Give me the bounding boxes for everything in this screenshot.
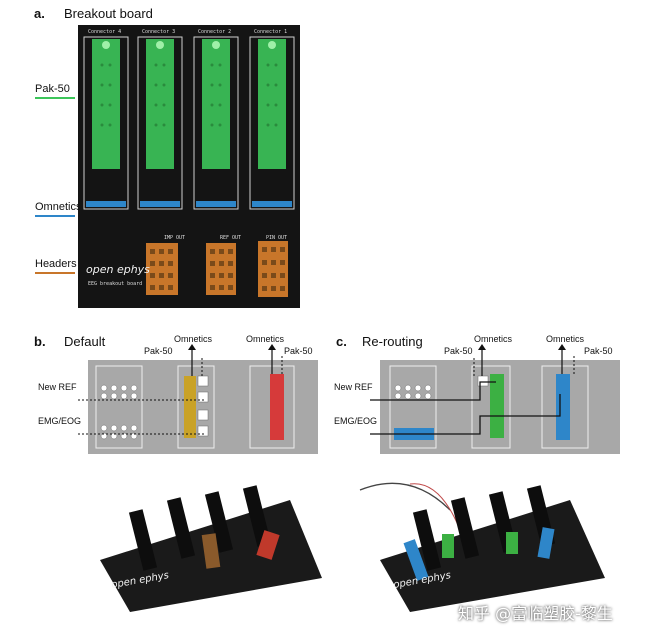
omnetics-connector-2 [196,201,236,207]
breakout-board-diagram: Connector 4 Connector 3 Connector 2 Conn… [78,25,300,308]
pak50-connector-2 [202,39,230,169]
legend-headers-label: Headers [35,258,77,270]
pak50-hole-pattern [100,63,278,127]
connector-3-label: Connector 3 [142,29,175,35]
photo-c-blue-jumper-right [537,527,555,559]
connector-3: Connector 3 [137,29,183,210]
panel-c-title: Re-routing [362,334,423,349]
legend-pak50-label: Pak-50 [35,83,70,95]
legend-pak50-underline [35,97,75,99]
b-new-ref-label: New REF [38,382,77,392]
re-routing-diagram: Omnetics Omnetics Pak-50 Pak-50 New REF … [334,334,620,454]
board-pin-out-label: PIN OUT [266,235,287,241]
connector-2: Connector 2 [193,29,239,210]
b-emg-eog-label: EMG/EOG [38,416,81,426]
omnetics-connector-4 [86,201,126,207]
c-emg-eog-label: EMG/EOG [334,416,377,426]
photo-c-blue-jumper-left [403,539,429,581]
b-pin-highlight [270,374,284,440]
c-ref-highlight [490,374,504,438]
board-subtitle: EEG breakout board [88,281,142,287]
photo-c-green-jumper-2 [506,532,518,554]
pak50-connector-3 [146,39,174,169]
board-ref-out-label: REF OUT [220,235,241,241]
default-board-photo: open ephys [100,485,322,612]
photo-b-red-jumper [256,530,280,560]
connector-1: Connector 1 [249,29,295,210]
panel-c-letter: c. [336,334,347,349]
legend-omnetics-underline [35,215,75,217]
board-imp-out-label: IMP OUT [164,235,185,241]
panel-a-title: Breakout board [64,6,153,21]
photo-c-green-jumper [442,534,454,558]
header-pins [150,247,285,291]
panel-b-title: Default [64,334,106,349]
pak50-connector-4 [92,39,120,169]
connector-4-label: Connector 4 [88,29,121,35]
rerouting-board-photo: open ephys [359,482,605,612]
omnetics-connector-3 [140,201,180,207]
panel-b-letter: b. [34,334,46,349]
c-pak50-right-label: Pak-50 [584,346,613,356]
legend-omnetics-label: Omnetics [35,201,82,213]
c-omnetics-right-label: Omnetics [546,334,585,344]
connector-1-label: Connector 1 [254,29,287,35]
pak50-connector-1 [258,39,286,169]
photo-b-yellow-jumper [201,533,221,569]
c-new-ref-label: New REF [334,382,373,392]
panel-a-letter: a. [34,6,45,21]
b-pak50-left-label: Pak-50 [144,346,173,356]
connector-4: Connector 4 [83,29,129,210]
legend-headers-underline [35,272,75,274]
c-omnetics-left-label: Omnetics [474,334,513,344]
board-brand: open ephys [86,263,150,276]
connector-2-label: Connector 2 [198,29,231,35]
default-routing-diagram: Omnetics Omnetics Pak-50 Pak-50 New REF … [38,334,318,454]
omnetics-connector-1 [252,201,292,207]
b-omnetics-left-label: Omnetics [174,334,213,344]
b-omnetics-right-label: Omnetics [246,334,285,344]
b-pak50-right-label: Pak-50 [284,346,313,356]
c-pin-highlight [556,374,570,440]
c-pak50-left-label: Pak-50 [444,346,473,356]
b-ref-highlight [184,376,196,438]
watermark: 知乎 @富临塑胶-黎生 [458,604,613,623]
